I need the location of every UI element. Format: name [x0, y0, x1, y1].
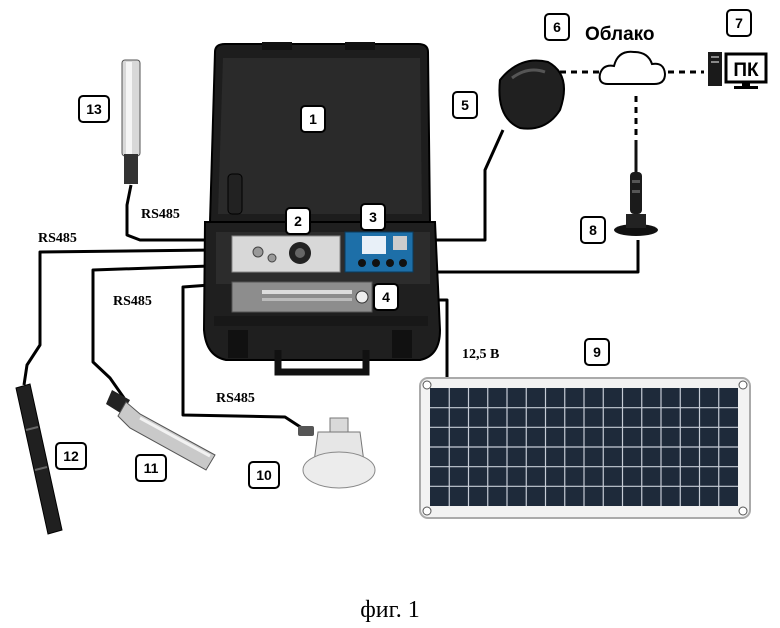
voltage-label: 12,5 В	[462, 347, 499, 362]
label-box-7: 7	[727, 10, 751, 36]
rs485-label-sensor-10: RS485	[216, 391, 255, 406]
label-box-6: 6	[545, 14, 569, 40]
sensor-13	[122, 60, 140, 184]
label-box-10: 10	[249, 462, 279, 488]
cable-antenna-8	[432, 240, 638, 272]
label-box-13: 13	[79, 96, 109, 122]
label-box-4: 4	[374, 284, 398, 310]
svg-text:2: 2	[294, 213, 302, 229]
sensor-10	[298, 418, 375, 488]
svg-text:12: 12	[63, 448, 79, 464]
label-box-3: 3	[361, 204, 385, 230]
svg-text:3: 3	[369, 209, 377, 225]
svg-text:1: 1	[309, 111, 317, 127]
equipment-case	[204, 42, 440, 372]
svg-text:7: 7	[735, 15, 743, 31]
lte-antenna	[614, 140, 658, 236]
svg-text:9: 9	[593, 344, 601, 360]
rs485-label-sensor-11: RS485	[113, 294, 152, 309]
figure-caption: фиг. 1	[360, 597, 420, 623]
label-box-11: 11	[136, 455, 166, 481]
module-4-panel	[232, 282, 372, 312]
label-box-8: 8	[581, 217, 605, 243]
cable-gps-5	[432, 130, 503, 240]
label-box-2: 2	[286, 208, 310, 234]
svg-text:5: 5	[461, 97, 469, 113]
rs485-label-sensor-13: RS485	[141, 207, 180, 222]
svg-text:10: 10	[256, 467, 272, 483]
svg-text:6: 6	[553, 19, 561, 35]
svg-text:8: 8	[589, 222, 597, 238]
gps-antenna	[499, 60, 564, 128]
svg-text:4: 4	[382, 289, 390, 305]
svg-text:11: 11	[144, 460, 159, 476]
rs485-label-sensor-12: RS485	[38, 231, 77, 246]
label-box-9: 9	[585, 339, 609, 365]
label-box-1: 1	[301, 106, 325, 132]
solar-panel	[420, 378, 750, 518]
pc-label: ПК	[733, 60, 759, 81]
cloud-label: Облако	[585, 24, 655, 45]
label-box-5: 5	[453, 92, 477, 118]
svg-text:13: 13	[86, 101, 102, 117]
label-box-12: 12	[56, 443, 86, 469]
module-2-panel	[232, 236, 340, 272]
cloud-icon	[600, 52, 665, 84]
